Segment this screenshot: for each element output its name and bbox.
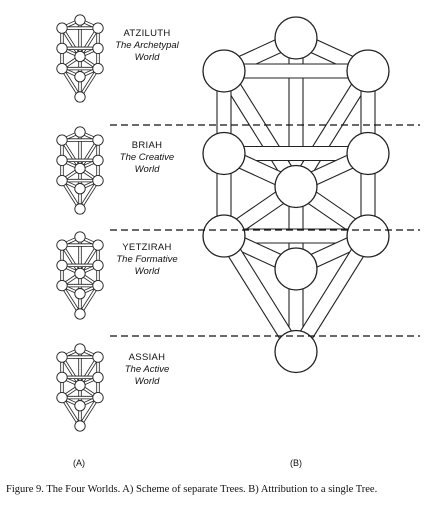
sephirah-1 xyxy=(74,14,86,26)
world-desc-line1: The Archetypal xyxy=(115,40,179,51)
world-desc-line1: The Active xyxy=(124,364,170,375)
sephirah-3 xyxy=(56,134,68,146)
sephirah-6 xyxy=(74,379,86,392)
part-label-a: (A) xyxy=(73,458,85,468)
sephirah-4 xyxy=(346,131,390,176)
world-label-briah: BRIAH The Creative World xyxy=(112,140,182,176)
small-tree-3 xyxy=(56,231,104,320)
world-desc-line2: World xyxy=(134,164,160,175)
sephirah-7 xyxy=(92,279,104,292)
sephirah-6 xyxy=(74,162,86,175)
sephirah-10 xyxy=(74,91,86,103)
sephirah-8 xyxy=(56,62,68,75)
sephirah-7 xyxy=(92,391,104,404)
sephirah-1 xyxy=(74,343,86,355)
sephirah-8 xyxy=(56,174,68,187)
sephirah-1 xyxy=(74,126,86,138)
world-desc-line2: World xyxy=(134,266,160,277)
sephirah-8 xyxy=(56,391,68,404)
sephirah-5 xyxy=(56,154,68,167)
world-label-yetzirah: YETZIRAH The Formative World xyxy=(112,242,182,278)
sephirah-4 xyxy=(92,371,104,383)
small-tree-4 xyxy=(56,343,104,432)
sephirah-2 xyxy=(346,49,390,93)
sephirah-3 xyxy=(202,49,246,93)
sephirah-7 xyxy=(92,174,104,187)
world-label-atziluth: ATZILUTH The Archetypal World xyxy=(112,28,182,64)
sephirah-7 xyxy=(92,62,104,75)
sephirah-2 xyxy=(92,134,104,146)
part-label-b: (B) xyxy=(290,458,302,468)
world-desc-line1: The Formative xyxy=(116,254,178,265)
sephirah-7 xyxy=(346,214,390,258)
world-name: YETZIRAH xyxy=(122,242,172,253)
sephirah-5 xyxy=(202,131,246,176)
tree-path xyxy=(288,37,304,188)
sephirah-3 xyxy=(56,239,68,251)
sephirah-3 xyxy=(56,22,68,34)
figure-caption: Figure 9. The Four Worlds. A) Scheme of … xyxy=(6,484,378,495)
world-name: ATZILUTH xyxy=(123,28,171,39)
sephirah-2 xyxy=(92,351,104,363)
sephirah-8 xyxy=(56,279,68,292)
sephirah-9 xyxy=(74,288,86,300)
sephirah-10 xyxy=(274,329,318,374)
sephirah-2 xyxy=(92,22,104,34)
sephirah-1 xyxy=(74,231,86,243)
world-label-assiah: ASSIAH The Active World xyxy=(112,352,182,388)
sephirah-6 xyxy=(74,50,86,63)
world-desc-line1: The Creative xyxy=(119,152,175,163)
world-desc-line2: World xyxy=(134,52,160,63)
small-tree-1 xyxy=(56,14,104,103)
sephirah-4 xyxy=(92,42,104,54)
sephirah-5 xyxy=(56,259,68,271)
sephirah-5 xyxy=(56,42,68,54)
sephirah-4 xyxy=(92,259,104,271)
sephirah-8 xyxy=(202,214,246,258)
sephirah-5 xyxy=(56,371,68,383)
sephirah-9 xyxy=(74,71,86,83)
sephirah-10 xyxy=(74,203,86,215)
world-name: ASSIAH xyxy=(128,352,166,363)
sephirah-9 xyxy=(74,400,86,412)
sephirah-3 xyxy=(56,351,68,363)
sephirah-10 xyxy=(74,308,86,320)
small-tree-2 xyxy=(56,126,104,215)
world-name: BRIAH xyxy=(131,140,163,151)
world-desc-line2: World xyxy=(134,376,160,387)
sephirah-9 xyxy=(74,183,86,195)
sephirah-6 xyxy=(74,267,86,280)
sephirah-1 xyxy=(274,16,318,60)
sephirah-4 xyxy=(92,154,104,167)
large-tree xyxy=(202,16,390,374)
sephirah-10 xyxy=(74,420,86,432)
sephirah-6 xyxy=(274,164,318,209)
sephirah-2 xyxy=(92,239,104,251)
sephirah-9 xyxy=(274,247,318,291)
